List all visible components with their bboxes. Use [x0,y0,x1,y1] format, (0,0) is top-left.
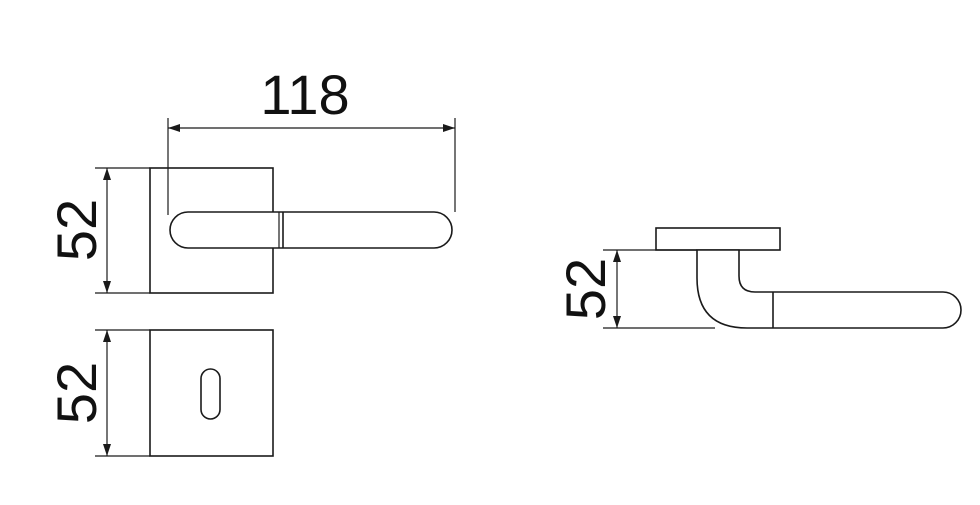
escutcheon-height-label: 52 [45,362,108,424]
arrow-down [103,281,111,293]
arrow-up [613,250,621,262]
escutcheon-view: 52 [45,329,274,457]
front-view-handle: 118 52 [45,63,456,294]
keyhole-slot [200,368,221,420]
side-rose [655,227,781,251]
rose-height-label: 52 [45,199,108,261]
lever-handle [169,211,453,249]
arrow-up [103,330,111,342]
arrow-down [613,316,621,328]
arrow-up [103,168,111,180]
width-dimension-label: 118 [260,63,349,126]
arrow-left [168,124,180,132]
side-view-handle: 52 [554,227,962,329]
arrow-right [443,124,455,132]
projection-label: 52 [554,258,617,320]
arrow-down [103,444,111,456]
side-lever [696,249,962,329]
